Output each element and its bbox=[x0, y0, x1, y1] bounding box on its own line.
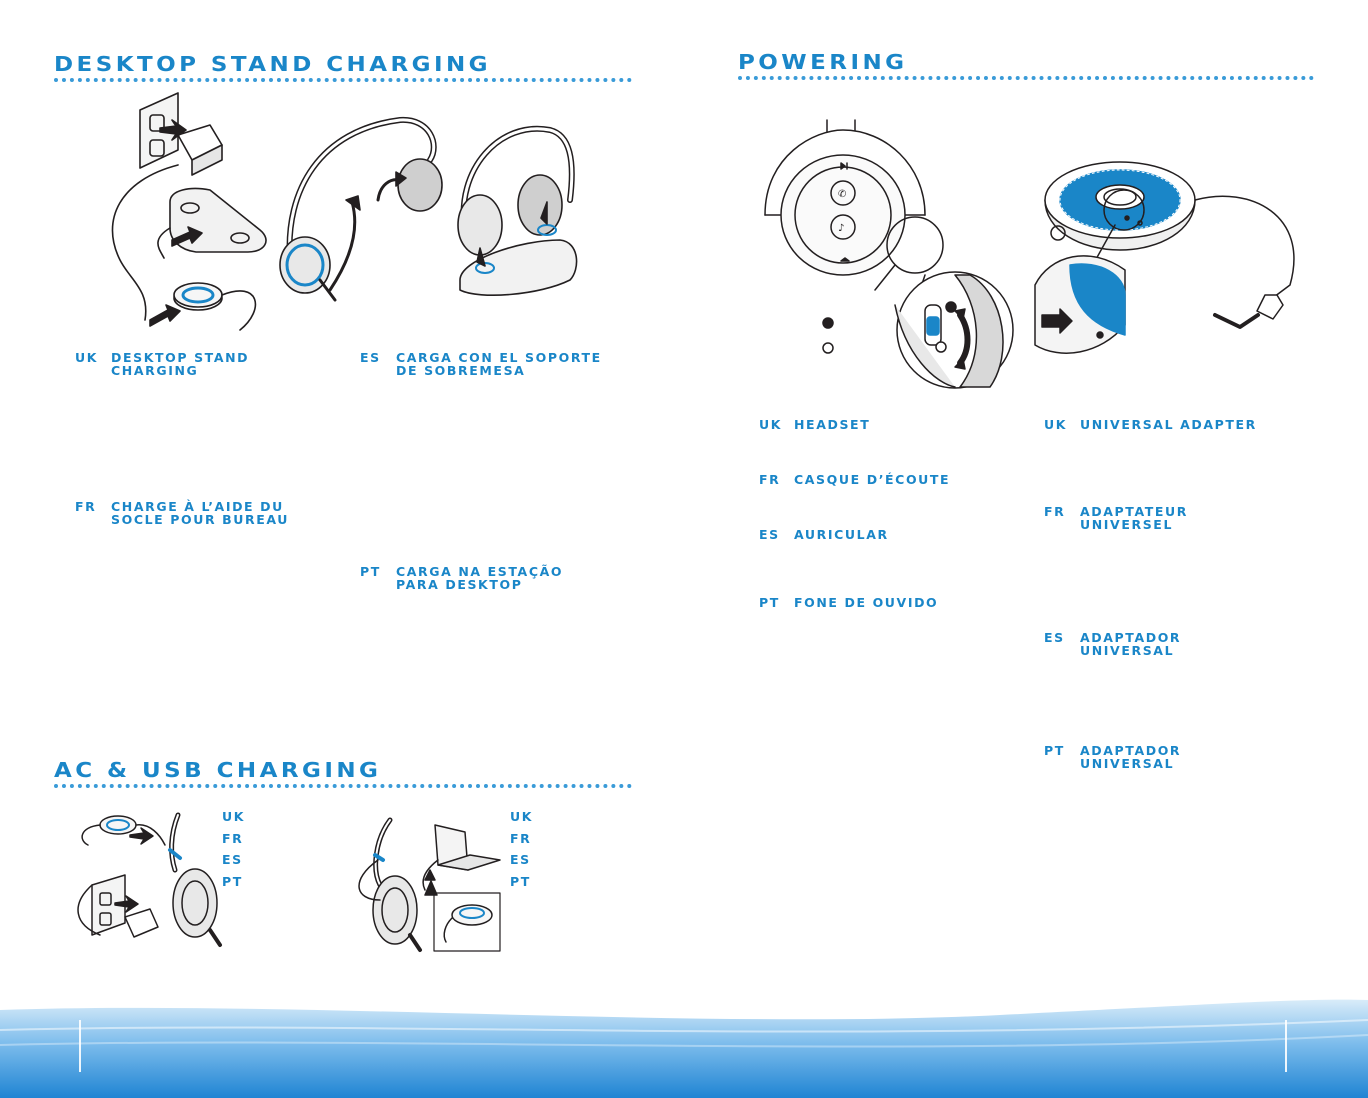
desktop-fr-code: FR bbox=[75, 500, 96, 513]
usb-code-uk: UK bbox=[510, 810, 533, 823]
usb-code-es: ES bbox=[510, 853, 531, 866]
ac-code-pt: PT bbox=[222, 875, 243, 888]
ac-code-uk: UK bbox=[222, 810, 245, 823]
headset-icon bbox=[280, 120, 442, 300]
left-page-mark bbox=[79, 1020, 81, 1072]
charging-stand-icon bbox=[158, 189, 266, 259]
adapter-fr-line2: UNIVERSEL bbox=[1080, 518, 1188, 531]
svg-text:♪: ♪ bbox=[838, 223, 844, 234]
adapter-pt-text: ADAPTADOR UNIVERSAL bbox=[1080, 744, 1181, 770]
headset-on-stand-icon bbox=[458, 129, 577, 295]
adapter-fr-code: FR bbox=[1044, 505, 1065, 518]
desktop-uk-code: UK bbox=[75, 351, 98, 364]
headset-pt-text: FONE DE OUVIDO bbox=[794, 596, 938, 609]
adapter-es-code: ES bbox=[1044, 631, 1065, 644]
desktop-fr-line2: SOCLE POUR BUREAU bbox=[111, 513, 289, 526]
powering-title: POWERING bbox=[738, 50, 907, 74]
desktop-pt-text: CARGA NA ESTAÇÃO PARA DESKTOP bbox=[396, 565, 563, 591]
powering-title-rule bbox=[738, 76, 1314, 80]
desktop-pt-line2: PARA DESKTOP bbox=[396, 578, 563, 591]
usb-code-pt: PT bbox=[510, 875, 531, 888]
adapter-fr-text: ADAPTATEUR UNIVERSEL bbox=[1080, 505, 1188, 531]
headset-fr-code: FR bbox=[759, 473, 780, 486]
adapter-es-line2: UNIVERSAL bbox=[1080, 644, 1181, 657]
footer-wave bbox=[0, 990, 1368, 1098]
desktop-es-line2: DE SOBREMESA bbox=[396, 364, 602, 377]
ac-charging-illustration bbox=[70, 805, 230, 955]
desktop-stand-charging-title: DESKTOP STAND CHARGING bbox=[54, 52, 491, 76]
adapter-uk-text: UNIVERSAL ADAPTER bbox=[1080, 418, 1257, 431]
svg-text:✆: ✆ bbox=[838, 189, 846, 200]
right-page-mark bbox=[1285, 1020, 1287, 1072]
headset-uk-code: UK bbox=[759, 418, 782, 431]
ac-usb-title-rule bbox=[54, 784, 632, 788]
universal-adapter-icon bbox=[1045, 162, 1195, 250]
adapter-power-illustration bbox=[1030, 155, 1310, 375]
desktop-es-code: ES bbox=[360, 351, 381, 364]
headset-pt-code: PT bbox=[759, 596, 780, 609]
headset-es-text: AURICULAR bbox=[794, 528, 889, 541]
headset-power-illustration: ✆ ♪ bbox=[755, 115, 1035, 390]
desktop-stand-illustration bbox=[100, 90, 600, 340]
adapter-uk-code: UK bbox=[1044, 418, 1067, 431]
desktop-fr-text: CHARGE À L’AIDE DU SOCLE POUR BUREAU bbox=[111, 500, 289, 526]
universal-adapter-icon bbox=[150, 283, 255, 330]
desktop-pt-code: PT bbox=[360, 565, 381, 578]
ac-code-fr: FR bbox=[222, 832, 243, 845]
desktop-title-rule bbox=[54, 78, 632, 82]
adapter-uk-line1: UNIVERSAL ADAPTER bbox=[1080, 418, 1257, 431]
desktop-uk-text: DESKTOP STAND CHARGING bbox=[111, 351, 249, 377]
headset-es-code: ES bbox=[759, 528, 780, 541]
adapter-pt-line2: UNIVERSAL bbox=[1080, 757, 1181, 770]
usb-charging-illustration bbox=[350, 810, 510, 955]
ac-usb-charging-title: AC & USB CHARGING bbox=[54, 758, 381, 782]
headset-fr-text: CASQUE D’ÉCOUTE bbox=[794, 473, 950, 486]
adapter-pt-code: PT bbox=[1044, 744, 1065, 757]
ac-code-es: ES bbox=[222, 853, 243, 866]
headset-uk-text: HEADSET bbox=[794, 418, 870, 431]
laptop-icon bbox=[435, 825, 500, 870]
usb-code-fr: FR bbox=[510, 832, 531, 845]
desktop-uk-line2: CHARGING bbox=[111, 364, 249, 377]
adapter-es-text: ADAPTADOR UNIVERSAL bbox=[1080, 631, 1181, 657]
desktop-es-text: CARGA CON EL SOPORTE DE SOBREMESA bbox=[396, 351, 602, 377]
power-switch-icon bbox=[895, 272, 1013, 388]
